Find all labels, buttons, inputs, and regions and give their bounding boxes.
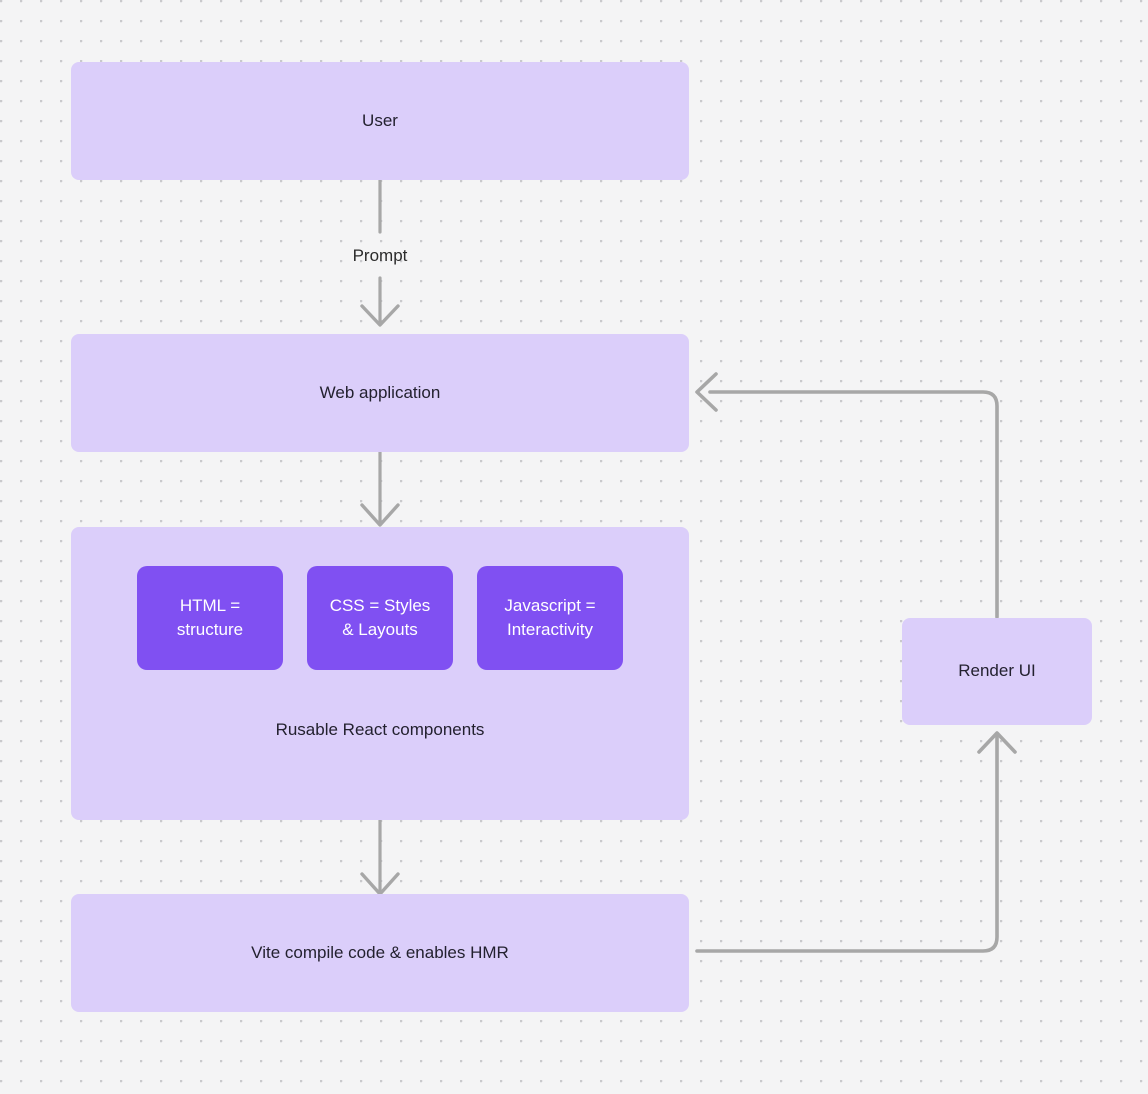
node-components-group[interactable]: HTML = structure CSS = Styles & Layouts … xyxy=(71,527,689,820)
edge-components-to-vite xyxy=(360,818,400,896)
node-web-application[interactable]: Web application xyxy=(71,334,689,452)
node-user-label: User xyxy=(362,110,398,130)
node-render-ui-label: Render UI xyxy=(958,661,1036,681)
chip-css-label: CSS = Styles & Layouts xyxy=(329,595,431,639)
chip-javascript-label: Javascript = Interactivity xyxy=(504,595,596,639)
edge-vite-to-render-ui xyxy=(695,731,1017,953)
chip-html-label: HTML = structure xyxy=(176,595,244,639)
node-render-ui[interactable]: Render UI xyxy=(902,618,1092,725)
chip-css[interactable]: CSS = Styles & Layouts xyxy=(307,566,453,670)
node-vite-label: Vite compile code & enables HMR xyxy=(251,942,509,962)
edge-label-prompt: Prompt xyxy=(352,246,408,265)
edge-web-application-to-components xyxy=(360,450,400,527)
node-vite[interactable]: Vite compile code & enables HMR xyxy=(71,894,689,1012)
node-user[interactable]: User xyxy=(71,62,689,180)
chip-javascript[interactable]: Javascript = Interactivity xyxy=(477,566,623,670)
edge-render-ui-to-web-application xyxy=(695,372,999,619)
node-web-application-label: Web application xyxy=(319,382,441,402)
node-components-group-caption: Rusable React components xyxy=(275,720,485,739)
chip-html[interactable]: HTML = structure xyxy=(137,566,283,670)
